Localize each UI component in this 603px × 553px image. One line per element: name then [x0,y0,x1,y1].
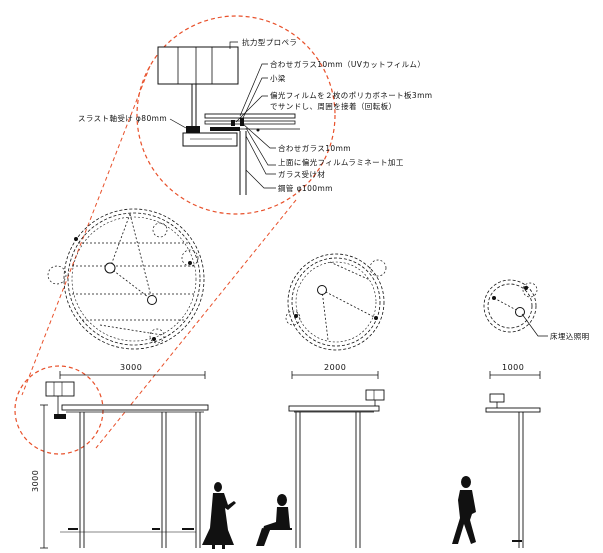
label-steel-pipe: 鋼管 φ100mm [278,183,333,193]
detail-circle [136,15,336,215]
detail-callout [14,15,336,455]
dim-label-2000: 2000 [324,363,346,372]
label-small-beam: 小梁 [270,74,286,83]
thrust-bearing [186,126,200,133]
elevation-medium [288,389,385,548]
label-propeller: 抗力型プロペラ [242,37,297,47]
dim-label-height-3000: 3000 [31,470,40,492]
elevation-small [485,393,541,548]
figure-standing-woman [202,482,236,549]
label-upper-film: 上面に偏光フィルムラミネート加工 [278,157,404,167]
figure-seated-person [256,494,292,546]
dim-3000 [59,371,206,379]
plan-large [47,208,205,350]
plan-medium [285,253,387,351]
callout-line-left [21,65,151,396]
glass-plate-mid [204,120,296,125]
plan-small [483,279,548,337]
label-laminated-glass-uv: 合わせガラス10mm（UVカットフィルム） [270,59,425,69]
dim-label-3000: 3000 [120,363,142,372]
figure-walking-person [452,476,476,544]
elevation-large [45,381,209,548]
dim-2000 [291,371,379,379]
label-glass-support: ガラス受け材 [278,169,325,179]
callout-line-right [95,199,297,449]
label-polarizing-film: 偏光フィルムを２枚のポリカボネート板3mm [270,90,432,100]
label-floor-light: 床埋込照明 [550,331,590,341]
label-laminated-glass: 合わせガラス10mm [278,143,351,153]
dim-1000 [489,371,541,379]
glass-plate-top [204,113,296,119]
label-thrust-bearing: スラスト軸受け φ80mm [78,113,167,123]
label-polarizing-film-2: でサンドし、周囲を接着（回転板） [270,101,396,111]
dim-label-1000: 1000 [502,363,524,372]
propeller-box [157,46,239,85]
dim-height-3000 [40,404,48,549]
